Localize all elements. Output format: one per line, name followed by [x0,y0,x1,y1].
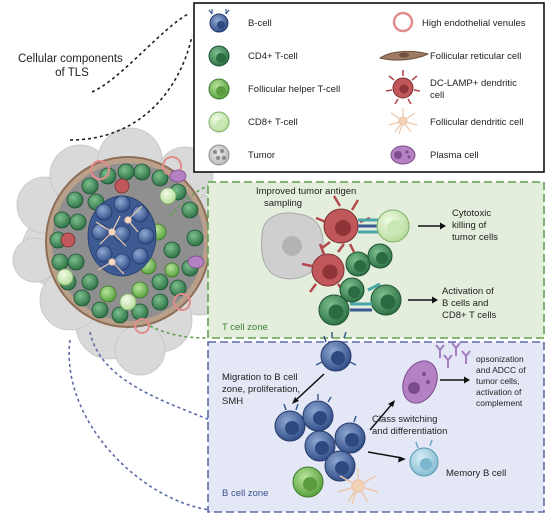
legend-label-cd8: CD8+ T-cell [248,117,298,128]
cd4-t-cell-icon [208,45,230,67]
class-switching-text: Class switching and differentiation [372,414,447,437]
tumor-icon [208,144,230,166]
cd8-t-cell-zone [376,209,410,243]
legend-box: B-cell High endothelial venules CD4+ T-c… [193,2,545,173]
follicular-dendritic-network [95,205,143,275]
arrow-opsonization [440,376,470,384]
b-cell-follicle [87,195,157,277]
arrow-activation [408,296,438,304]
tumor-cell [261,212,324,280]
b-cell-zone: B cell zone Migration to B cell zone, pr… [207,331,545,513]
tfh-cell-b-zone [292,466,324,498]
arrow-migration [292,373,325,404]
t-cell-zone-label: T cell zone [222,322,268,333]
plasma-cells-in-tls [169,169,205,269]
follicular-helper-t-cell-icon [208,78,230,100]
legend-label-plasma: Plasma cell [430,150,479,161]
cd8-t-cells [56,187,177,311]
memory-text: Memory B cell [446,468,506,479]
follicular-dendritic-cell-icon [388,108,418,135]
plasma-cell-zone [402,360,438,404]
arrow-memory [367,451,406,463]
legend-label-fdc: Follicular dendritic cell [430,117,523,128]
figure-title: Cellular components of TLS [18,53,126,79]
plasma-cell-icon [390,145,416,165]
b-cell-icon [208,9,230,33]
activation-text: Activation of B cells and CD8+ T cells [442,286,497,321]
migration-text: Migration to B cell zone, proliferation,… [222,372,303,407]
antibodies [435,342,471,368]
legend-label-cd4: CD4+ T-cell [248,51,298,62]
legend-label-hev: High endothelial venules [422,18,526,29]
dotted-connectors [68,13,211,511]
legend-label-tfh: Follicular helper T-cell [248,84,340,95]
fdc-b-zone [337,468,379,505]
opsonization-text: opsonization and ADCC of tumor cells, ac… [476,354,528,408]
high-endothelial-venule-icon [392,11,414,33]
hev-in-tls [90,156,191,334]
memory-b-cell [409,439,439,477]
legend-label-frc: Follicular reticular cell [430,51,521,62]
t-cell-zone: T cell zone [207,181,545,339]
b-cell-zone-label: B cell zone [222,488,268,499]
dendritic-cells-in-tls [60,178,130,248]
legend-label-b-cell: B-cell [248,18,272,29]
tls-cross-section [12,127,238,376]
arrow-class-switching [369,400,395,431]
proliferating-b-cells [274,394,366,482]
receptor-bars-lower [350,282,381,312]
legend-label-dc: DC-LAMP+ dendritic cell [430,78,520,101]
antigen-sampling-text: Improved tumor antigen sampling [256,186,359,209]
legend-label-tumor: Tumor [248,150,275,161]
cd8-t-cell-icon [208,111,230,133]
arrow-cytotoxic [418,222,446,230]
follicular-reticular-cell-icon [378,50,430,61]
cytotoxic-text: Cytotoxic killing of tumor cells [452,208,498,243]
cd4-t-cells-zone [318,243,402,326]
dc-lamp-dendritic-cell-icon [385,70,421,105]
migrating-b-cell [315,331,357,372]
